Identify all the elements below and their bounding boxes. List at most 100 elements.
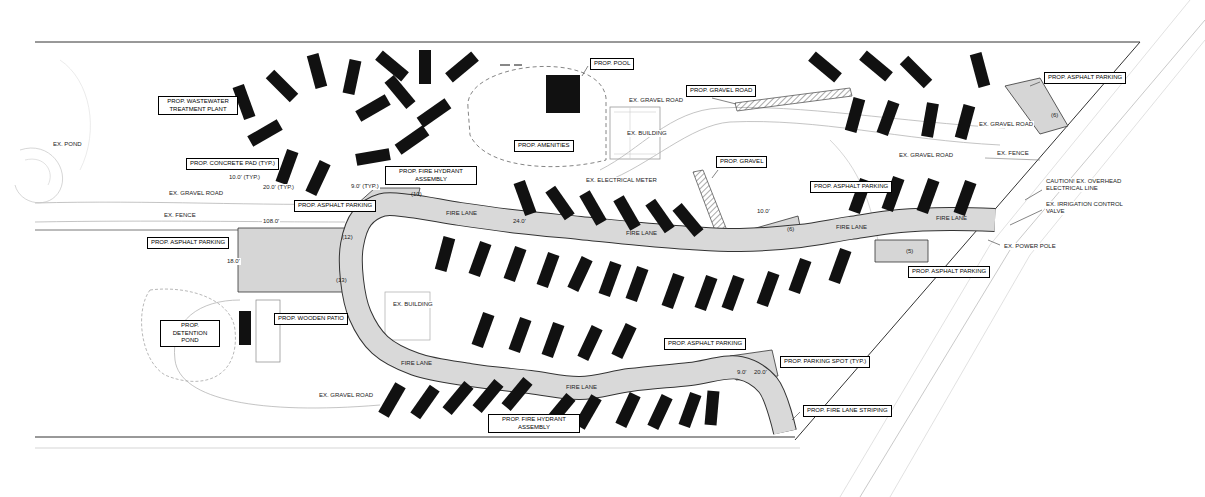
road-label: 20.0' xyxy=(753,369,768,376)
callout-text: PROP. POOL xyxy=(594,60,630,68)
callout-box: PROP. ASPHALT PARKING xyxy=(810,181,892,193)
callout-text: PROP. DETENTION POND xyxy=(164,322,216,345)
rv-pad xyxy=(954,180,977,216)
rv-pad xyxy=(808,51,842,82)
road-label: (13) xyxy=(335,277,348,284)
rv-pad xyxy=(378,382,405,417)
rv-pad xyxy=(410,385,439,420)
callout-box: PROP. GRAVEL ROAD xyxy=(686,85,756,97)
callout-text: PROP. WOODEN PATIO xyxy=(278,315,344,323)
callout-text: PROP. ASPHALT PARKING xyxy=(814,183,888,191)
ex-gravel-road xyxy=(605,122,1000,182)
rv-pad xyxy=(442,381,473,415)
leader-line xyxy=(712,98,736,104)
ex-building xyxy=(385,292,430,340)
rv-pad xyxy=(645,199,674,234)
rv-pad xyxy=(266,70,299,103)
plan-note: EX. ELECTRICAL METER xyxy=(585,177,658,184)
rv-pad xyxy=(577,325,602,361)
ex-road-line xyxy=(35,448,800,449)
callout-box: PROP. FIRE LANE STRIPING xyxy=(803,405,892,417)
road-edge xyxy=(351,204,995,432)
rv-pad xyxy=(705,391,720,426)
rv-pad xyxy=(504,246,527,282)
road-label: FIRE LANE xyxy=(835,224,868,231)
rv-pad xyxy=(722,275,745,311)
rv-pad xyxy=(472,379,503,413)
rv-pad xyxy=(239,311,251,345)
leader-line xyxy=(582,66,588,76)
callout-text: PROP. PARKING SPOT (TYP.) xyxy=(784,358,866,366)
asphalt-parking xyxy=(875,240,928,262)
callout-text: PROP. ASPHALT PARKING xyxy=(298,202,372,210)
rv-pad xyxy=(679,392,702,428)
rv-pad xyxy=(662,273,685,309)
rv-pad xyxy=(647,394,672,430)
callout-text: PROP. ASPHALT PARKING xyxy=(912,268,986,276)
callout-text: PROP. AMENITIES xyxy=(518,142,570,150)
rv-pad xyxy=(579,190,606,225)
rv-pad xyxy=(417,98,452,127)
road-label: (5) xyxy=(905,248,914,255)
rv-pad xyxy=(829,248,852,284)
ex-road-line xyxy=(860,20,1205,497)
rv-pad xyxy=(435,236,455,272)
plan-note: EX. GRAVEL ROAD xyxy=(978,121,1034,128)
callout-text: PROP. ASPHALT PARKING xyxy=(668,340,742,348)
plan-note: CAUTION! EX. OVERHEAD ELECTRICAL LINE xyxy=(1045,178,1127,192)
callout-text: PROP. GRAVEL ROAD xyxy=(690,87,752,95)
asphalt-road xyxy=(351,204,995,432)
rv-pad xyxy=(615,392,640,428)
road-label: FIRE LANE xyxy=(400,360,433,367)
road-label: (10) xyxy=(410,191,423,198)
rv-pad xyxy=(626,266,649,302)
plan-note: EX. BUILDING xyxy=(392,301,434,308)
plan-note: 108.0' xyxy=(262,218,280,225)
ex-gravel-road xyxy=(35,221,345,223)
road-label: FIRE LANE xyxy=(565,384,598,391)
road-label: 24.0' xyxy=(512,218,527,225)
leader-line xyxy=(792,412,800,420)
wooden-patio xyxy=(256,300,280,362)
rv-pad xyxy=(955,104,975,140)
rv-pad xyxy=(469,241,492,277)
rv-pad xyxy=(355,94,390,121)
rv-pad xyxy=(305,160,330,196)
plan-note: 10.0' xyxy=(756,208,771,215)
callout-box: PROP. FIRE HYDRANT ASSEMBLY xyxy=(385,166,477,185)
leader-line xyxy=(1025,190,1042,200)
rv-pad xyxy=(845,97,865,133)
rv-pad xyxy=(545,186,574,221)
asphalt-parking xyxy=(238,228,352,292)
plan-note: 20.0' (TYP.) xyxy=(262,184,295,191)
plan-note: EX. BUILDING xyxy=(626,130,668,137)
rv-pad xyxy=(695,275,718,311)
rv-pad xyxy=(877,100,900,136)
plan-note: EX. GRAVEL ROAD xyxy=(168,190,224,197)
pool xyxy=(546,75,580,113)
rv-pad xyxy=(384,75,415,109)
leader-line xyxy=(988,240,1000,245)
property-line xyxy=(35,437,795,438)
rv-pad xyxy=(247,119,282,146)
rv-pad xyxy=(599,261,622,297)
callout-box: PROP. WASTEWATER TREATMENT PLANT xyxy=(158,96,238,115)
callout-box: PROP. ASPHALT PARKING xyxy=(664,338,746,350)
rv-pad xyxy=(757,271,780,307)
callout-text: PROP. FIRE HYDRANT ASSEMBLY xyxy=(492,416,576,431)
detention-pond-outline xyxy=(142,289,236,381)
callout-box: PROP. ASPHALT PARKING xyxy=(294,200,376,212)
callout-text: PROP. FIRE LANE STRIPING xyxy=(807,407,888,415)
callout-box: PROP. ASPHALT PARKING xyxy=(147,237,229,249)
rv-pad xyxy=(355,148,391,166)
rv-pad xyxy=(917,178,940,214)
plan-note: 10.0' (TYP.) xyxy=(228,174,261,181)
rv-pad xyxy=(611,323,636,359)
rv-pad xyxy=(672,203,703,237)
leader-line xyxy=(1010,210,1042,225)
rv-pad xyxy=(789,258,812,294)
ex-pond-contour xyxy=(25,159,50,185)
rv-pad xyxy=(859,50,893,81)
